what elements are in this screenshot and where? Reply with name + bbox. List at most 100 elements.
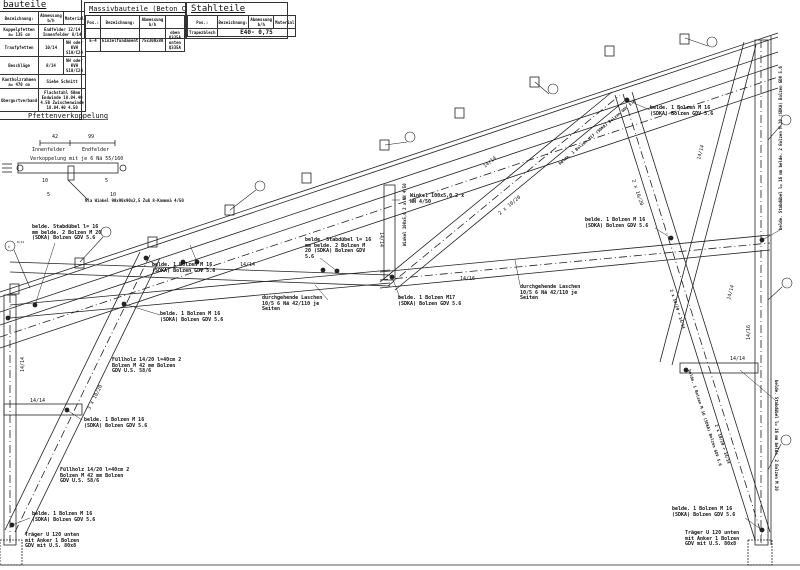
pfetten-title: Pfettenverkoppelung — [28, 112, 108, 120]
diagonal-axis — [387, 94, 621, 287]
callout: belde. Stabdübel l= 16 mm belde. 2 Bolze… — [774, 380, 779, 491]
td: oben Q335A unten Q335A — [164, 28, 186, 52]
left-foundation — [0, 539, 23, 566]
callout: belde. 1 Bolzen M 16 (SDKA) Bolzen GDV 5… — [84, 417, 148, 429]
vertical-post — [383, 184, 396, 281]
dim: 5 — [105, 178, 108, 184]
member-label: 14/14 — [730, 356, 745, 362]
callout: Winkel 100x5,0 2 x NN 4/50 — [410, 193, 465, 205]
table-massivbauteile: Massivbauteile (Beton C25/30) Pos.:Bezei… — [84, 2, 212, 52]
callout: belde. 1 Bolzen M17 (SDKA) Bolzen GDV 5.… — [557, 98, 636, 166]
td: Einzelfundament — [100, 28, 141, 52]
label-endfelder: Endfelder — [82, 147, 109, 153]
beam-edge — [9, 261, 391, 276]
td: Obergurtverband — [0, 88, 40, 112]
callout: belde. 1 Bolzen M 16 (SDKA) Bolzen GDV 5… — [687, 369, 723, 467]
member-label: 14/16 — [460, 276, 475, 282]
right-diagonal — [614, 94, 756, 541]
member-label: 2 x 10/20 — [497, 195, 522, 217]
member-label: 14/14 — [240, 262, 255, 268]
left-strut — [24, 257, 161, 536]
strut-axis — [14, 254, 151, 533]
right-foundation — [747, 539, 773, 566]
callout: Winkel 100x5,0 2 x NN 4/50 — [402, 183, 407, 246]
left-horizontal — [3, 403, 83, 416]
callout: belde. Stabdübel l= 16 mm belde. 2 Bolze… — [32, 224, 102, 241]
beam-axis — [379, 242, 771, 281]
strut-14-14 — [659, 41, 745, 363]
callout: belde. 1 Bolzen M 16 (SDKA) Bolzen GDV 5… — [160, 311, 224, 323]
member-label: 2 x 10/20 — [630, 179, 644, 207]
member-label: 14/16 — [746, 325, 752, 340]
rafter-edge — [0, 51, 779, 313]
dim-end: 99 — [88, 134, 94, 140]
purlin-marks — [9, 33, 690, 295]
td: Koppelpfetten a= 135 cm — [0, 24, 40, 39]
label-innenfelder: Innenfelder — [32, 147, 65, 153]
callout: belde. Stabdübel l= 16 mm belde. 2 Bolze… — [305, 237, 372, 260]
callout: belde. 1 Bolzen M 16 (SDKA) Bolzen GDV 5… — [585, 217, 649, 229]
callout: belde. 1 Bolzen M 16 (SDKA) Bolzen GDV 5… — [32, 511, 96, 523]
right-horizontal — [679, 362, 759, 374]
member-label: 14/14 — [726, 284, 736, 300]
beam-edge — [9, 282, 391, 319]
main-diagonal — [379, 91, 613, 283]
callout: belde. 1 Bolzen M 16 (SDKA) Bolzen GDV 5… — [650, 105, 714, 117]
th: Bezeichnung: — [0, 11, 40, 25]
rafter-edge — [0, 64, 779, 326]
right-diagonal — [631, 91, 771, 533]
verkoppelung-note: Verkoppelung mit je 6 Nä 55/160 — [30, 156, 123, 162]
table-stahlteile: Stahlteile Pos.:Bezeichnung:Abmessung b/… — [186, 2, 297, 39]
nagel-note: Nla Winkel 90x90x90x2,5 Zuß 8-Kammnä 4/5… — [85, 198, 184, 203]
dim: 10 — [42, 178, 48, 184]
callout: durchgehende Laschen 10/5 6 Nä 42/110 je… — [262, 295, 323, 312]
member-label: 14/14 — [482, 155, 497, 169]
callout: belde. Stabdübel l= 16 mm belde. 2 Bolze… — [778, 66, 783, 230]
callout: Träger U 120 unten mit Anker 1 Bolzen GD… — [685, 530, 740, 547]
diagonal-axis — [622, 93, 763, 537]
roof-line — [0, 36, 779, 298]
strut-14-14 — [671, 44, 757, 366]
table-title: bauteile — [3, 0, 47, 10]
leader-lines — [11, 99, 781, 531]
th: Material — [273, 15, 297, 29]
member-label: 3 x 10/20 — [86, 384, 104, 411]
td: NH oder KVH S10/C24 — [62, 56, 87, 75]
beam-edge — [379, 234, 771, 273]
callout: Füllholz 14/20 l=40cm 2 Bolzen M 42 mm B… — [112, 357, 182, 374]
beam-edge — [9, 269, 391, 306]
bubble-label: 8/14 — [17, 240, 24, 244]
td: E40- 0,75 — [216, 28, 297, 37]
section-bubbles — [4, 36, 793, 471]
member-label: 14/14 — [20, 357, 26, 372]
beam-edge — [379, 249, 771, 289]
roof-line — [0, 32, 779, 293]
member-label: 14/14 — [30, 398, 45, 404]
main-diagonal — [394, 97, 629, 291]
left-strut — [4, 251, 141, 531]
right-column — [754, 39, 769, 546]
callout: Träger U 120 unten mit Anker 1 Bolzen GD… — [25, 532, 80, 549]
td: Flachstahl 60mm Endwinde 18.04.40 4.50 Z… — [38, 88, 87, 112]
td: E-4 — [84, 28, 102, 52]
callout: durchgehende Laschen 10/5 6 Nä 42/110 je… — [520, 284, 581, 301]
dim: 10 — [110, 192, 116, 198]
rafter-edge — [0, 87, 779, 349]
member-label: 14/14 — [378, 232, 384, 247]
dim-innen: 42 — [52, 134, 58, 140]
callout: belde. 1 Bolzen M 16 (SDKA) Bolzen GDV 5… — [672, 506, 736, 518]
member-label: 14/14 — [696, 144, 706, 160]
bubble-label: 5 — [8, 245, 10, 249]
callout: belde. 1 Bolzen M 16 (SDKA) Bolzen GDV 5… — [152, 262, 216, 274]
pfetten-detail — [2, 140, 127, 201]
beam-edge — [9, 271, 391, 287]
table-title: Massivbauteile (Beton C25/30) — [89, 5, 212, 13]
table-title: Stahlteile — [191, 4, 246, 14]
callout: Füllholz 14/20 l=40cm 2 Bolzen M 42 mm B… — [60, 467, 130, 484]
dim: 5 — [47, 192, 50, 198]
